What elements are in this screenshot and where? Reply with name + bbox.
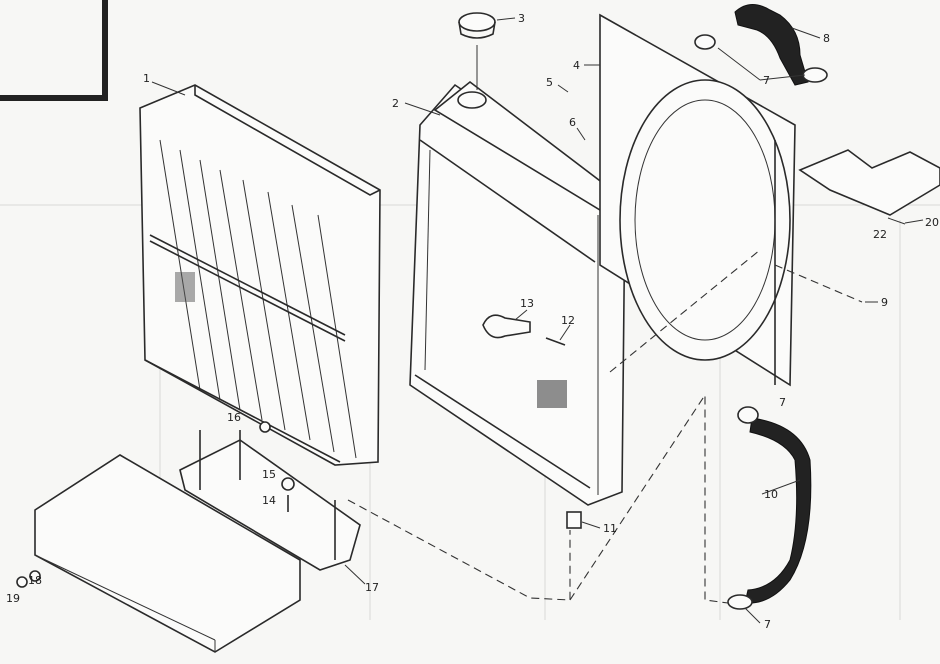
callout-3: 3 <box>518 12 525 25</box>
part-lower-hose <box>744 417 812 604</box>
part-screw <box>887 217 906 225</box>
part-nut <box>281 477 295 491</box>
part-plate <box>798 149 940 216</box>
callout-10: 10 <box>764 488 778 501</box>
part-drain-cock <box>566 511 582 529</box>
leader-lines <box>151 17 924 624</box>
part-upper-hose <box>734 4 809 86</box>
callout-2: 2 <box>392 97 399 110</box>
hose-clamp <box>737 406 759 424</box>
part-fan-shroud <box>599 13 796 387</box>
callout-4: 4 <box>573 59 580 72</box>
callout-7-upper: 7 <box>763 74 770 87</box>
callout-6: 6 <box>569 116 576 129</box>
hose-clamp <box>727 594 753 610</box>
callout-17: 17 <box>365 581 379 594</box>
callout-7-middle: 7 <box>779 396 786 409</box>
hose-clamp <box>802 67 828 83</box>
callout-8: 8 <box>823 32 830 45</box>
part-radiator-cap <box>458 12 496 90</box>
callout-13: 13 <box>520 297 534 310</box>
callout-16: 16 <box>227 411 241 424</box>
part-pin <box>482 314 531 339</box>
callouts: 1 2 3 4 5 6 7 8 7 9 10 7 11 12 13 14 15 … <box>6 12 939 631</box>
part-nut <box>16 576 28 588</box>
callout-7-lower: 7 <box>764 618 771 631</box>
hose-clamp <box>694 34 716 50</box>
callout-5: 5 <box>546 76 553 89</box>
callout-22: 22 <box>873 228 887 241</box>
part-grille <box>139 84 381 466</box>
frame-corner <box>0 0 108 101</box>
callout-19: 19 <box>6 592 20 605</box>
callout-15: 15 <box>262 468 276 481</box>
part-bottom-tray <box>34 454 301 653</box>
callout-9: 9 <box>881 296 888 309</box>
part-bolt-head <box>259 421 271 433</box>
callout-20: 20 <box>925 216 939 229</box>
callout-11: 11 <box>603 522 617 535</box>
callout-12: 12 <box>561 314 575 327</box>
part-radiator <box>175 80 626 506</box>
callout-18: 18 <box>28 574 42 587</box>
part-bracket <box>179 430 361 571</box>
part-washer <box>29 570 41 582</box>
assembly-lines <box>347 249 863 604</box>
callout-14: 14 <box>262 494 276 507</box>
callout-1: 1 <box>143 72 150 85</box>
part-spring <box>545 337 566 346</box>
